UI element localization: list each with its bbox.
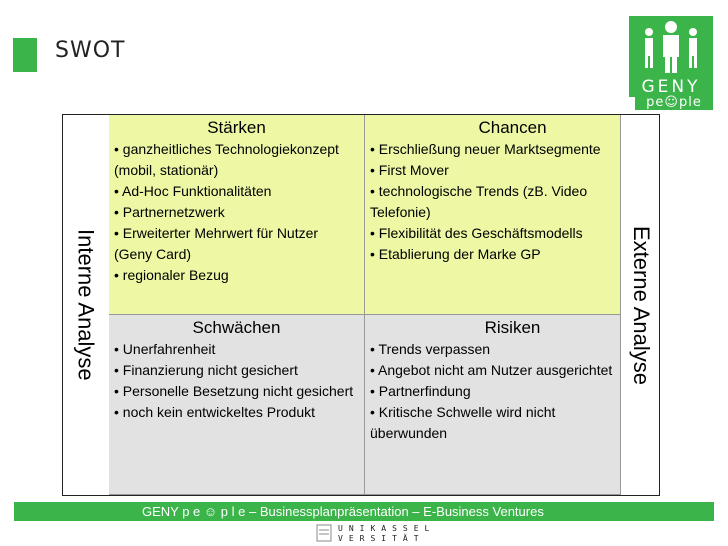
- threats-heading: Risiken: [484, 318, 541, 337]
- internal-analysis-label: Interne Analyse: [73, 229, 99, 381]
- list-item: • Finanzierung nicht gesichert: [114, 362, 298, 378]
- threats-quadrant: Risiken • Trends verpassen • Angebot nic…: [365, 315, 621, 495]
- list-item: • Partnernetzwerk: [114, 204, 225, 220]
- list-item: • Flexibilität des Geschäftsmodells: [370, 225, 583, 241]
- internal-analysis-label-wrap: Interne Analyse: [63, 114, 108, 496]
- list-item: • Personelle Besetzung nicht gesichert: [114, 383, 354, 399]
- list-item: • ganzheitliches Technologiekonzept (mob…: [114, 141, 339, 178]
- opportunities-heading: Chancen: [478, 118, 547, 137]
- university-crest-icon: [316, 524, 332, 542]
- external-analysis-label: Externe Analyse: [629, 225, 654, 385]
- strengths-heading: Stärken: [207, 118, 266, 137]
- list-item: • Unerfahrenheit: [114, 341, 216, 357]
- list-item: • Angebot nicht am Nutzer ausgerichtet: [370, 362, 613, 378]
- list-item: • Erschließung neuer Marktsegmente: [370, 141, 601, 157]
- list-item: • First Mover: [370, 162, 449, 178]
- university-logo: UNIKASSEL VERSITÄT: [316, 524, 429, 544]
- external-analysis-label-wrap: Externe Analyse: [622, 114, 660, 496]
- footer-bar: GENY p e ☺ p l e – Businessplanpräsentat…: [14, 502, 714, 521]
- strengths-quadrant: Stärken • ganzheitliches Technologiekonz…: [109, 115, 365, 315]
- title-accent-bar: [13, 38, 37, 72]
- slide-title: SWOT: [55, 38, 126, 63]
- university-name-line1: UNIKASSEL: [338, 524, 436, 533]
- list-item: • Erweiterter Mehrwert für Nutzer (Geny …: [114, 225, 319, 262]
- weaknesses-quadrant: Schwächen • Unerfahrenheit • Finanzierun…: [109, 315, 365, 495]
- logo-figures: [629, 16, 713, 78]
- people-figures-icon: [645, 21, 697, 73]
- opportunities-quadrant: Chancen • Erschließung neuer Marktsegmen…: [365, 115, 621, 315]
- list-item: • noch kein entwickeltes Produkt: [114, 404, 316, 420]
- list-item: • Trends verpassen: [370, 341, 491, 357]
- university-name-line2: VERSITÄT: [338, 534, 425, 543]
- logo-name: GENY: [629, 78, 713, 97]
- logo-subtitle: pe☺ple: [635, 96, 713, 110]
- geny-people-logo: GENY pe☺ple: [629, 16, 713, 110]
- weaknesses-heading: Schwächen: [192, 318, 281, 337]
- footer-text: GENY p e ☺ p l e – Businessplanpräsentat…: [142, 504, 544, 519]
- list-item: • regionaler Bezug: [114, 267, 229, 283]
- list-item: • Etablierung der Marke GP: [370, 246, 541, 262]
- list-item: • technologische Trends (zB. Video Telef…: [370, 183, 588, 220]
- list-item: • Partnerfindung: [370, 383, 471, 399]
- list-item: • Kritische Schwelle wird nicht überwund…: [370, 404, 556, 441]
- list-item: • Ad-Hoc Funktionalitäten: [114, 183, 272, 199]
